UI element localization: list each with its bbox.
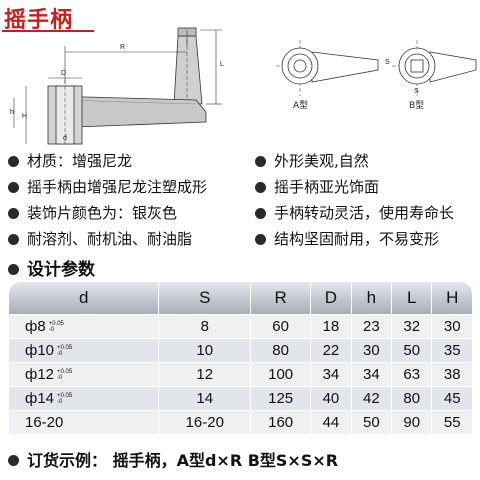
feature-item: 材质：增强尼龙 — [8, 152, 132, 170]
feature-item: 装饰片颜色为：银灰色 — [8, 204, 177, 222]
table-row: 16-20 16-20 160 44 50 90 55 — [9, 411, 472, 434]
bullet-icon — [255, 156, 266, 167]
table-cell: 10 — [159, 339, 251, 362]
hub-drawing — [47, 80, 83, 146]
type-b-drawing — [392, 40, 477, 96]
cell-d: ф14+0.05-0 — [9, 387, 159, 410]
type-a-drawing — [276, 40, 379, 96]
table-cell: 8 — [159, 315, 251, 338]
table-cell: 34 — [311, 363, 351, 386]
table-cell: 44 — [311, 411, 351, 434]
table-cell: 55 — [432, 411, 472, 434]
table-cell: 100 — [251, 363, 311, 386]
table-cell: 42 — [351, 387, 392, 410]
section-heading: 设计参数 — [8, 255, 95, 280]
bullet-icon — [8, 182, 19, 193]
bullet-icon — [8, 455, 19, 466]
page-title: 摇手柄 — [4, 8, 74, 33]
spec-table: d S R D h L H ф8+0.05-0 8 60 18 23 32 30… — [8, 281, 473, 435]
svg-text:h: h — [10, 109, 14, 116]
column-header: R — [251, 282, 311, 314]
cell-d: 16-20 — [9, 411, 159, 434]
column-header: d — [9, 282, 159, 314]
bullet-icon — [8, 234, 19, 245]
table-cell: 160 — [251, 411, 311, 434]
order-example: 订货示例： 摇手柄，A型d×R B型S×S×R — [8, 447, 338, 471]
table-cell: 12 — [159, 363, 251, 386]
column-header: S — [159, 282, 251, 314]
table-cell: 30 — [351, 339, 392, 362]
column-header: H — [432, 282, 472, 314]
dimension-labels: R D L h H d — [10, 44, 224, 142]
feature-item: 耐溶剂、耐机油、耐油脂 — [8, 230, 192, 248]
table-row: ф14+0.05-0 14 125 40 42 80 45 — [9, 387, 472, 410]
svg-text:H: H — [22, 113, 27, 120]
svg-text:R: R — [120, 44, 125, 51]
bullet-icon — [8, 156, 19, 167]
feature-item: 外形美观,自然 — [255, 152, 369, 170]
table-cell: 125 — [251, 387, 311, 410]
table-cell: 22 — [311, 339, 351, 362]
title-underline — [2, 30, 94, 32]
table-cell: 45 — [432, 387, 472, 410]
bullet-icon — [255, 208, 266, 219]
type-b-dimension-labels: S S — [385, 59, 419, 95]
column-header: h — [351, 282, 392, 314]
svg-text:D: D — [61, 70, 66, 77]
technical-drawing: R D L h H d A型 S S B型 — [10, 27, 477, 146]
table-cell: 32 — [392, 315, 432, 338]
table-cell: 60 — [251, 315, 311, 338]
column-header: L — [392, 282, 432, 314]
table-cell: 16-20 — [159, 411, 251, 434]
table-cell: 50 — [351, 411, 392, 434]
bullet-icon — [8, 264, 19, 275]
tolerance: +0.05-0 — [57, 393, 73, 406]
cell-d: ф12+0.05-0 — [9, 363, 159, 386]
table-cell: 34 — [351, 363, 392, 386]
cell-d: ф10+0.05-0 — [9, 339, 159, 362]
tolerance: +0.05-0 — [57, 369, 73, 382]
table-cell: 14 — [159, 387, 251, 410]
feature-item: 结构坚固耐用，不易变形 — [255, 230, 439, 248]
table-cell: 90 — [392, 411, 432, 434]
table-cell: 63 — [392, 363, 432, 386]
column-header: D — [311, 282, 351, 314]
table-cell: 80 — [251, 339, 311, 362]
dimension-lines — [13, 29, 222, 144]
bullet-icon — [255, 182, 266, 193]
tolerance: +0.05-0 — [57, 345, 73, 358]
table-row: ф12+0.05-0 12 100 34 34 63 38 — [9, 363, 472, 386]
svg-text:S: S — [385, 59, 390, 66]
bullet-icon — [8, 208, 19, 219]
bullet-icon — [255, 234, 266, 245]
svg-text:d: d — [63, 135, 67, 142]
tolerance: +0.05-0 — [48, 321, 64, 334]
feature-item: 摇手柄亚光饰面 — [255, 178, 379, 196]
handle-grip-drawing — [173, 27, 203, 105]
svg-text:S: S — [414, 88, 419, 95]
type-b-label: B型 — [409, 100, 424, 111]
table-header-row: d S R D h L H — [9, 282, 472, 314]
cell-d: ф8+0.05-0 — [9, 315, 159, 338]
table-cell: 40 — [311, 387, 351, 410]
table-cell: 35 — [432, 339, 472, 362]
table-row: ф10+0.05-0 10 80 22 30 50 35 — [9, 339, 472, 362]
table-cell: 38 — [432, 363, 472, 386]
feature-item: 手柄转动灵活，使用寿命长 — [255, 204, 454, 222]
table-cell: 50 — [392, 339, 432, 362]
table-row: ф8+0.05-0 8 60 18 23 32 30 — [9, 315, 472, 338]
svg-text:L: L — [220, 61, 224, 68]
table-cell: 30 — [432, 315, 472, 338]
table-cell: 80 — [392, 387, 432, 410]
type-a-label: A型 — [293, 100, 308, 111]
table-cell: 23 — [351, 315, 392, 338]
table-cell: 18 — [311, 315, 351, 338]
feature-item: 摇手柄由增强尼龙注塑成形 — [8, 178, 207, 196]
